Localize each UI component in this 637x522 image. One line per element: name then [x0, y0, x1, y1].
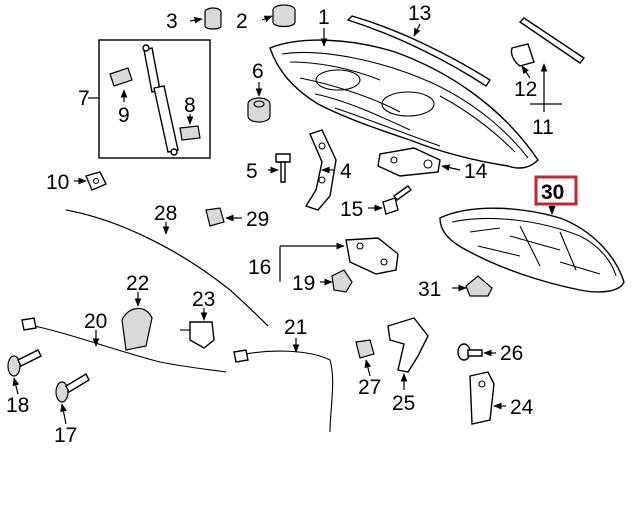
pad-clip — [465, 275, 493, 297]
callout-14: 14 — [464, 160, 488, 183]
callout-16: 16 — [248, 256, 271, 279]
strut-group-box — [98, 39, 211, 159]
callout-10: 10 — [46, 171, 69, 194]
seal-clip — [510, 43, 535, 67]
callout-19: 19 — [292, 272, 315, 295]
push-pin — [7, 349, 42, 377]
release-cable-2 — [233, 349, 334, 433]
callout-1: 1 — [318, 6, 330, 29]
hood-bumper-2 — [272, 4, 296, 28]
latch-cover — [331, 269, 353, 293]
callout-8: 8 — [184, 94, 196, 117]
callout-4: 4 — [340, 160, 352, 183]
release-cable — [21, 317, 227, 373]
bracket-bolt — [457, 343, 483, 361]
callout-22: 22 — [126, 272, 149, 295]
callout-30-highlight-box — [534, 175, 578, 206]
push-pin-2 — [55, 373, 90, 403]
hood-seal-strip — [346, 15, 491, 87]
callout-15: 15 — [340, 198, 363, 221]
callout-18: 18 — [6, 394, 29, 417]
hood-bumper — [204, 7, 222, 30]
hood-grommet — [247, 97, 271, 123]
release-handle — [121, 307, 153, 351]
callout-28: 28 — [154, 202, 177, 225]
callout-23: 23 — [192, 288, 215, 311]
callout-labels: 1 2 3 4 5 6 7 8 9 10 11 12 13 14 15 16 1… — [6, 2, 578, 447]
front-seal-strip — [518, 17, 586, 64]
callout-31: 31 — [418, 278, 441, 301]
cable-clip — [355, 339, 375, 359]
callout-25: 25 — [392, 392, 415, 415]
leader-lines — [12, 15, 562, 425]
callout-30: 30 — [541, 181, 564, 204]
callout-11: 11 — [532, 116, 554, 139]
callout-13: 13 — [408, 2, 431, 25]
prop-rod-clip — [85, 171, 107, 191]
callout-9: 9 — [118, 104, 130, 127]
latch-bolt — [382, 185, 412, 215]
hinge-bolt — [275, 153, 291, 183]
hood-insulator-pad — [439, 207, 625, 293]
latch-bracket — [387, 317, 429, 373]
hood-hinge — [304, 129, 337, 211]
support-bracket — [469, 371, 495, 425]
callout-20: 20 — [84, 310, 107, 333]
callout-7: 7 — [78, 87, 90, 110]
callout-6: 6 — [252, 60, 264, 83]
callout-17: 17 — [54, 424, 77, 447]
callout-24: 24 — [510, 396, 534, 419]
hood-panel — [269, 39, 539, 169]
callout-5: 5 — [246, 160, 258, 183]
callout-12: 12 — [514, 78, 537, 101]
callout-2: 2 — [236, 10, 248, 33]
callout-26: 26 — [500, 342, 523, 365]
callout-21: 21 — [284, 316, 307, 339]
prop-rod — [65, 209, 269, 327]
prop-rod-grommet — [205, 207, 225, 227]
hood-latch — [345, 237, 399, 275]
latch-striker — [377, 147, 441, 177]
callout-27: 27 — [358, 376, 381, 399]
callout-3: 3 — [166, 10, 178, 33]
handle-housing — [180, 321, 215, 349]
callout-29: 29 — [246, 208, 269, 231]
